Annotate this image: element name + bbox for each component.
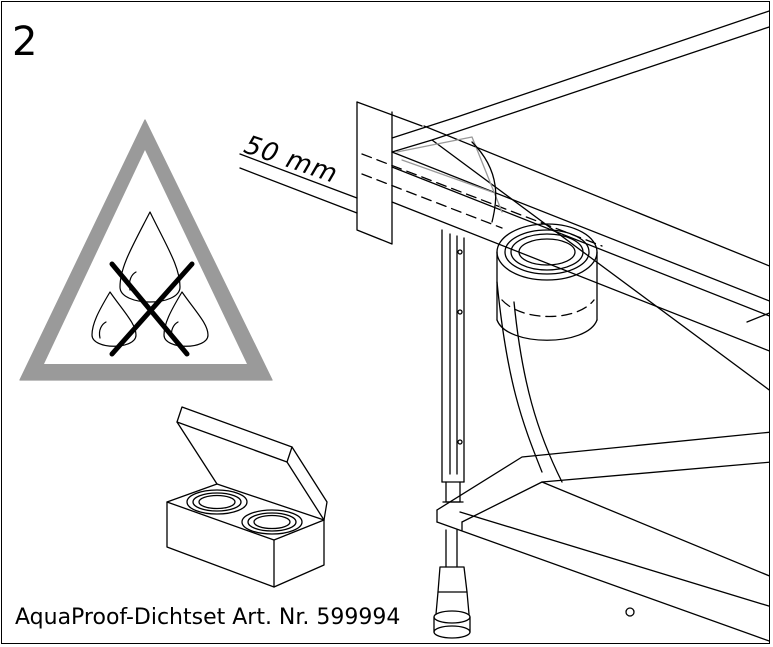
dimension-label-wrap: 50 mm — [2, 2, 341, 190]
step-number: 2 — [12, 19, 38, 65]
sealing-kit-box-icon — [166, 406, 328, 588]
tub-rim — [391, 10, 769, 391]
water-drops-crossed-icon — [91, 211, 209, 357]
dimension-lines — [239, 153, 358, 214]
warning-triangle-icon — [19, 119, 273, 381]
product-caption: AquaProof-Dichtset Art. Nr. 599994 — [15, 605, 403, 630]
support-post — [441, 229, 465, 503]
wall-panel — [356, 101, 423, 245]
base-frame — [436, 431, 769, 642]
joint-dashed-line — [361, 153, 603, 247]
frame-curve — [496, 281, 543, 473]
sealing-tape — [396, 136, 503, 213]
tape-curve — [471, 141, 497, 223]
adjustable-foot-icon — [433, 529, 471, 639]
